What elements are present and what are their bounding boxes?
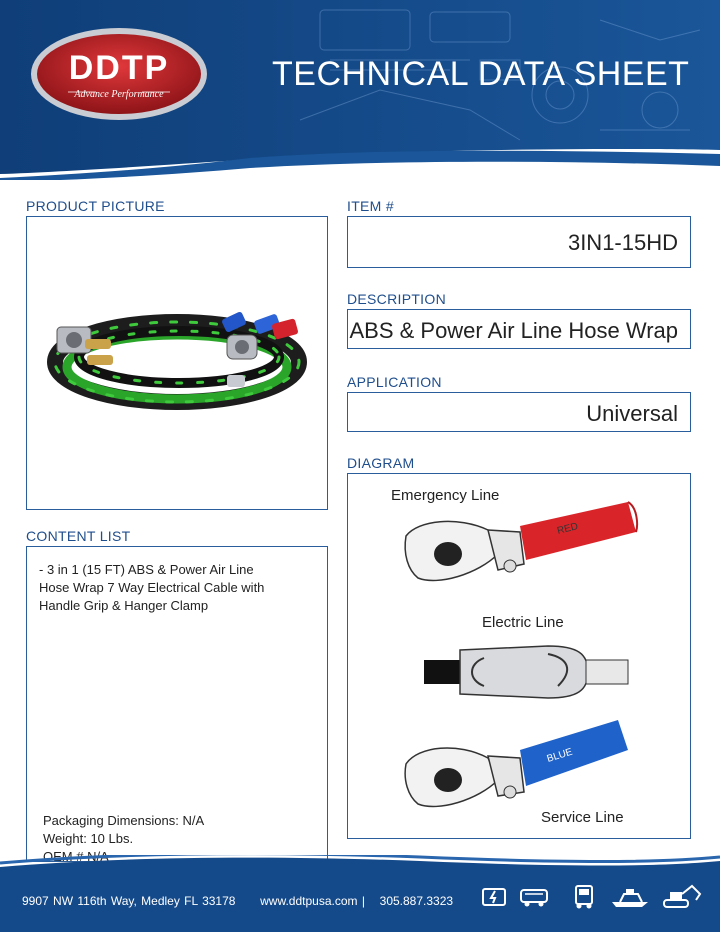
description-label: DESCRIPTION — [347, 291, 446, 307]
footer-background — [0, 855, 720, 932]
gladhand-diagram: RED BLUE — [404, 501, 638, 808]
content-list-box: - 3 in 1 (15 FT) ABS & Power Air Line Ho… — [26, 546, 328, 864]
footer-phone[interactable]: 305.887.3323 — [379, 894, 454, 908]
weight: Weight: 10 Lbs. — [43, 831, 134, 846]
truck-icon — [575, 885, 593, 909]
service-line-label: Service Line — [541, 809, 624, 826]
content-list-text: - 3 in 1 (15 FT) ABS & Power Air Line Ho… — [39, 562, 265, 613]
logo-oval-icon — [31, 28, 207, 120]
application-value: Universal — [586, 401, 678, 426]
generator-icon — [482, 888, 506, 906]
page-title: TECHNICAL DATA SHEET — [272, 55, 690, 93]
item-number-box: 3IN1-15HD — [347, 216, 691, 268]
footer-contact: 9907 NW 116th Way, Medley FL 33178 www.d… — [22, 894, 453, 908]
logo-text: DDTP — [68, 49, 170, 87]
emergency-gladhand-icon — [404, 501, 638, 582]
item-number-label: ITEM # — [347, 198, 394, 214]
application-box: Universal — [347, 392, 691, 432]
ddtp-logo[interactable]: DDTP Advance Performance — [30, 27, 208, 121]
description-box: ABS & Power Air Line Hose Wrap — [347, 309, 691, 349]
hose-wrap-product-image — [47, 311, 307, 410]
footer-address: 9907 NW 116th Way, Medley FL 33178 — [22, 894, 236, 908]
electric-line-label: Electric Line — [482, 614, 564, 631]
footer-website-link[interactable]: www.ddtpusa.com | — [260, 894, 365, 908]
item-number-value: 3IN1-15HD — [567, 230, 678, 255]
product-picture-label: PRODUCT PICTURE — [26, 198, 165, 214]
service-gladhand-icon — [404, 720, 628, 808]
content-list-label: CONTENT LIST — [26, 528, 131, 544]
bus-icon — [520, 889, 548, 907]
logo-tagline: Advance Performance — [74, 89, 164, 100]
electric-plug-icon — [424, 645, 629, 699]
red-tag-text: RED — [556, 521, 579, 537]
packaging-dimensions: Packaging Dimensions: N/A — [43, 813, 205, 828]
product-picture-box — [26, 216, 328, 510]
yacht-icon — [612, 889, 648, 907]
diagram-box: Emergency Line Electric Line Service Lin… — [347, 473, 691, 839]
application-label: APPLICATION — [347, 374, 442, 390]
header-banner: DDTP Advance Performance TECHNICAL DATA … — [0, 0, 720, 180]
emergency-line-label: Emergency Line — [391, 487, 500, 504]
footer-banner — [0, 855, 720, 932]
description-value: ABS & Power Air Line Hose Wrap — [349, 318, 678, 343]
footer-industry-icons — [478, 880, 710, 914]
diagram-label: DIAGRAM — [347, 455, 415, 471]
excavator-icon — [663, 884, 702, 908]
